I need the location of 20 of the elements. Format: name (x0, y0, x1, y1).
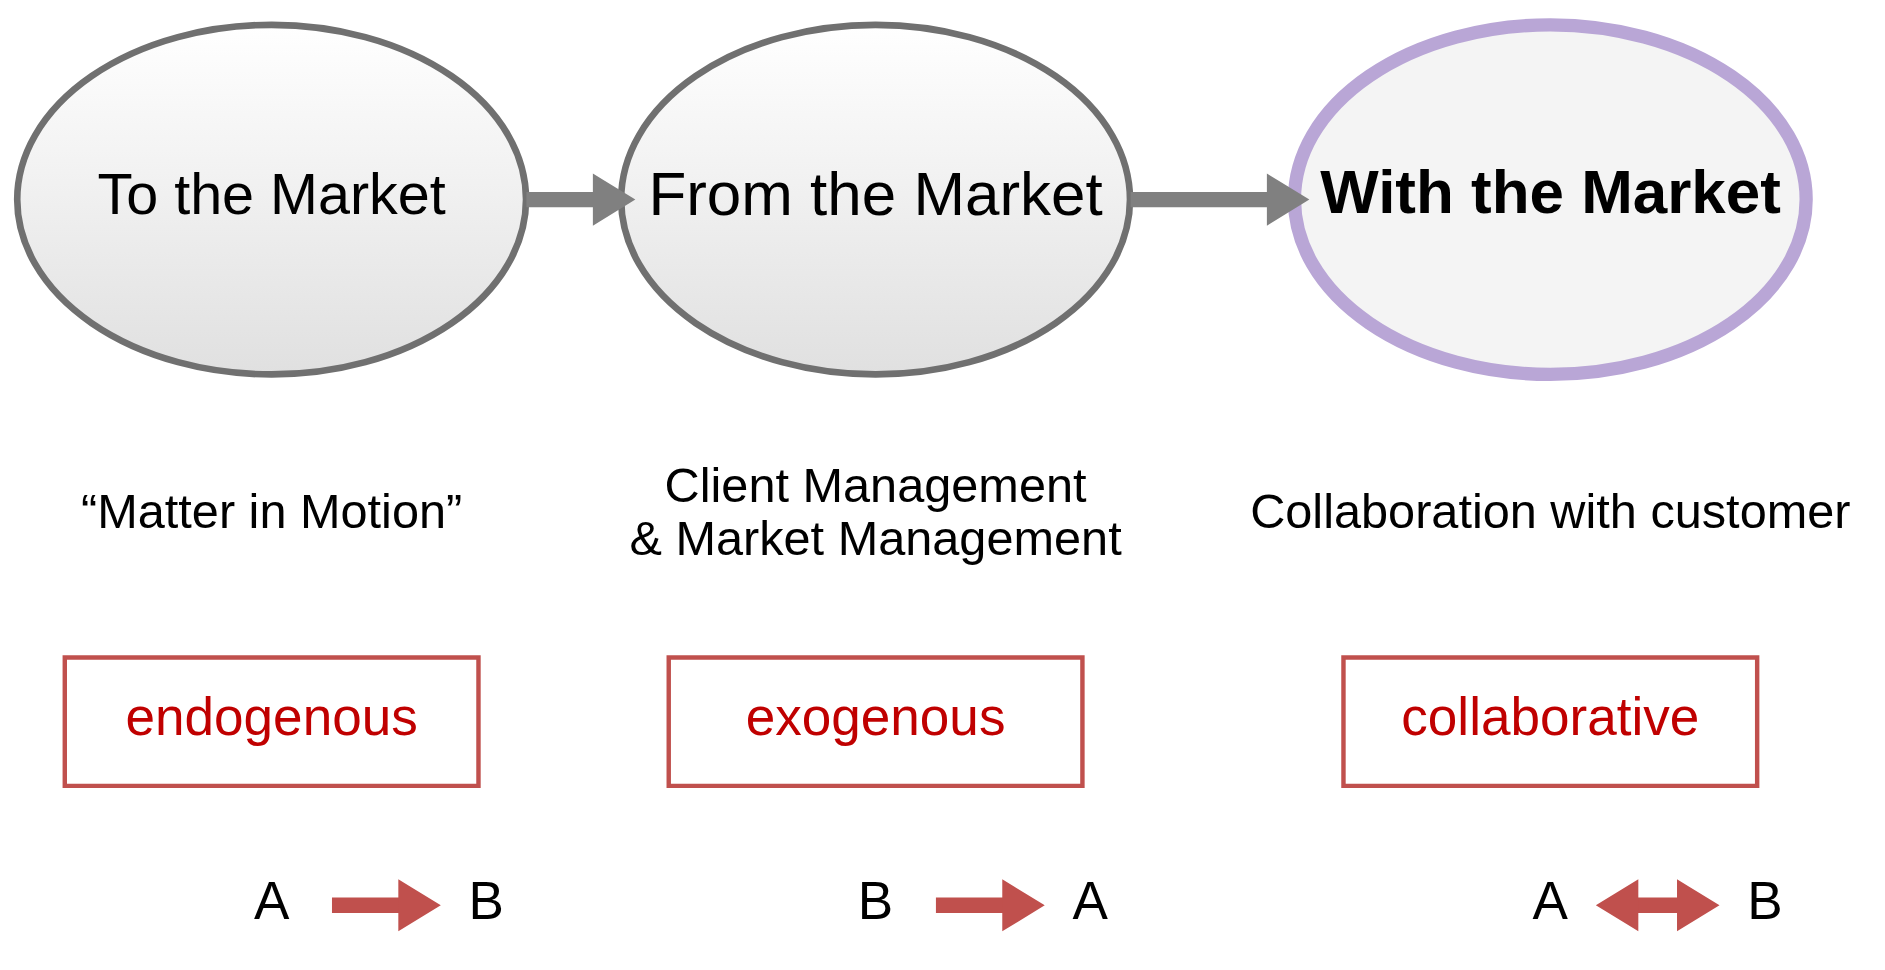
arrow (935, 879, 1045, 932)
node-ellipse: From the Market (617, 21, 1134, 378)
node-ellipse: With the Market (1287, 18, 1813, 382)
node-text: B (1747, 871, 1783, 931)
node-ellipse: To the Market (13, 21, 530, 378)
node-text: B (468, 871, 504, 931)
node-box: collaborative (1341, 655, 1760, 789)
node-label: “Matter in Motion” (81, 484, 463, 539)
node-box: exogenous (666, 655, 1085, 789)
node-text: A (1072, 871, 1108, 931)
node-text: A (253, 871, 290, 931)
arrow (332, 879, 441, 932)
node-box: endogenous (62, 655, 481, 789)
node-label: Collaboration with customer (1250, 484, 1851, 539)
node-text: A (1532, 871, 1569, 931)
arrow (1130, 173, 1310, 226)
node-text: B (857, 871, 894, 931)
arrow (1595, 879, 1720, 932)
arrow (526, 173, 636, 226)
node-label: Client Management & Market Management (629, 457, 1122, 565)
